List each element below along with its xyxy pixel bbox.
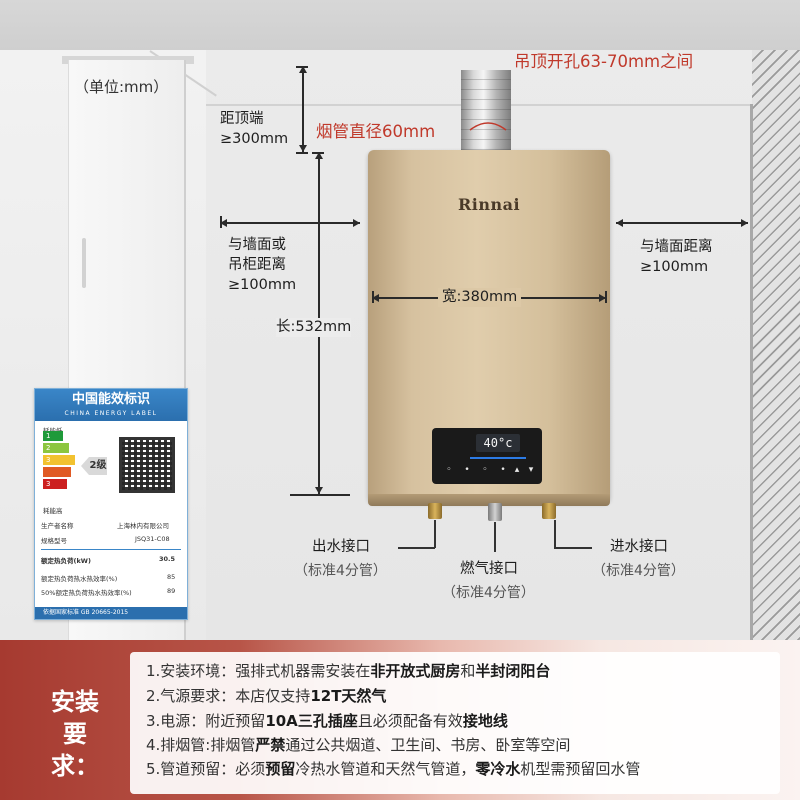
flame-icon[interactable]: • <box>464 465 470 475</box>
temp-up-icon[interactable]: ▴ <box>514 465 520 475</box>
temp-down-icon[interactable]: ▾ <box>528 465 534 475</box>
requirement-item-2: 2.气源要求：本店仅支持12T天然气 <box>146 687 387 705</box>
callout-line <box>398 547 435 549</box>
water-out-label: 出水接口 <box>312 539 370 555</box>
water-out-sub: （标准4分管） <box>294 563 387 579</box>
flue-pipe <box>461 70 511 156</box>
requirement-item-3: 3.电源：附近预留10A三孔插座且必须配备有效接地线 <box>146 712 508 730</box>
eff1-value: 85 <box>167 573 176 581</box>
arrow-left-icon <box>616 219 623 227</box>
arrow-up-icon <box>299 66 307 73</box>
model-key: 规格型号 <box>41 537 67 545</box>
side-wall-hatch <box>752 50 800 640</box>
left-clearance-label-3: ≥100mm <box>228 277 297 293</box>
callout-line <box>554 520 556 548</box>
requirements-card <box>130 652 780 794</box>
temperature-display: 40°c <box>476 434 520 452</box>
top-clearance-line <box>302 66 304 152</box>
requirement-item-4: 4.排烟管:排烟管严禁通过公共烟道、卫生间、书房、卧室等空间 <box>146 736 571 754</box>
dim-tick <box>296 152 308 154</box>
display-indicator-bar <box>470 457 526 459</box>
top-clearance-label-2: ≥300mm <box>220 131 289 147</box>
water-in-label: 进水接口 <box>610 539 668 555</box>
arrow-right-icon <box>353 219 360 227</box>
arrow-right-icon <box>741 219 748 227</box>
grade-bar-3: 3 <box>43 455 75 465</box>
grade-bar-5: 3 <box>43 479 67 489</box>
pipe-diameter-arc <box>469 122 507 131</box>
dim-tick <box>605 291 607 303</box>
pipe-diameter-label: 烟管直径60mm <box>316 122 436 141</box>
gas-in-sub: （标准4分管） <box>442 585 535 601</box>
callout-line <box>434 520 436 548</box>
grade-pointer <box>81 457 89 475</box>
grade-bar-4 <box>43 467 71 477</box>
arrow-right-icon <box>599 294 606 302</box>
ceiling <box>0 0 800 50</box>
unit-note: （单位:mm） <box>74 78 169 96</box>
water-out-fitting <box>428 503 442 519</box>
right-clearance-label-2: ≥100mm <box>640 259 709 275</box>
high-energy-text: 耗能高 <box>43 507 63 515</box>
eff2-value: 89 <box>167 587 176 595</box>
arrow-down-icon <box>299 145 307 152</box>
callout-line <box>554 547 592 549</box>
cabinet-handle <box>82 238 86 288</box>
width-label: 宽:380mm <box>438 288 522 307</box>
callout-line <box>494 522 496 552</box>
eff2-key: 50%额定热负荷热水热效率(%) <box>41 589 132 597</box>
settings-icon[interactable]: • <box>500 465 506 475</box>
gas-fitting <box>488 503 502 521</box>
mode-icon[interactable]: ◦ <box>482 465 488 475</box>
arrow-down-icon <box>315 487 323 494</box>
flue-pipe-rings <box>461 70 511 156</box>
height-base-line <box>290 494 350 496</box>
energy-label-title: 中国能效标识 <box>71 392 150 407</box>
model-value: JSQ31-C08 <box>135 535 170 543</box>
energy-label-subtitle: CHINA ENERGY LABEL <box>64 410 158 417</box>
ceiling-hole-label: 吊顶开孔63-70mm之间 <box>514 52 694 71</box>
power-icon[interactable]: ◦ <box>446 465 452 475</box>
requirements-title-1: 安装 <box>51 688 99 716</box>
arrow-left-icon <box>220 219 227 227</box>
gas-in-label: 燃气接口 <box>460 561 518 577</box>
left-clearance-label-2: 吊柜距离 <box>228 257 286 273</box>
grade-value: 2级 <box>89 457 107 475</box>
grade-bar-1: 1 <box>43 431 63 441</box>
height-label: 长:532mm <box>276 318 352 337</box>
grade-bars: 1 2 3 3 <box>43 431 75 491</box>
top-clearance-label-1: 距顶端 <box>220 111 264 127</box>
water-in-sub: （标准4分管） <box>592 563 685 579</box>
grade-bar-2: 2 <box>43 443 69 453</box>
qr-code <box>119 437 175 493</box>
maker-key: 生产者名称 <box>41 522 74 530</box>
right-clearance-line <box>616 222 748 224</box>
requirement-item-5: 5.管道预留：必须预留冷热水管道和天然气管道，零冷水机型需预留回水管 <box>146 760 641 778</box>
right-clearance-label-1: 与墙面距离 <box>640 239 713 255</box>
side-wall-edge <box>750 104 753 640</box>
energy-label-footer: 依据国家标准 GB 20665-2015 <box>35 607 187 619</box>
brand-logo: Rinnai <box>458 195 521 214</box>
energy-label: 中国能效标识 CHINA ENERGY LABEL 耗能低 1 2 3 3 耗能… <box>34 388 188 620</box>
load-value: 30.5 <box>159 555 176 563</box>
requirements-title-2: 要求： <box>51 720 99 780</box>
requirement-item-1: 1.安装环境：强排式机器需安装在非开放式厨房和半封闭阳台 <box>146 662 551 680</box>
left-clearance-line <box>220 222 360 224</box>
requirements-title: 安装 要求： <box>40 686 110 782</box>
load-key: 额定热负荷(kW) <box>41 557 91 565</box>
left-clearance-label-1: 与墙面或 <box>228 237 286 253</box>
energy-label-header: 中国能效标识 CHINA ENERGY LABEL <box>35 389 187 421</box>
arrow-up-icon <box>315 152 323 159</box>
maker-value: 上海林内有限公司 <box>117 522 169 530</box>
energy-label-rule <box>41 549 181 550</box>
water-in-fitting <box>542 503 556 519</box>
arrow-left-icon <box>372 294 379 302</box>
eff1-key: 额定热负荷热水热效率(%) <box>41 575 118 583</box>
